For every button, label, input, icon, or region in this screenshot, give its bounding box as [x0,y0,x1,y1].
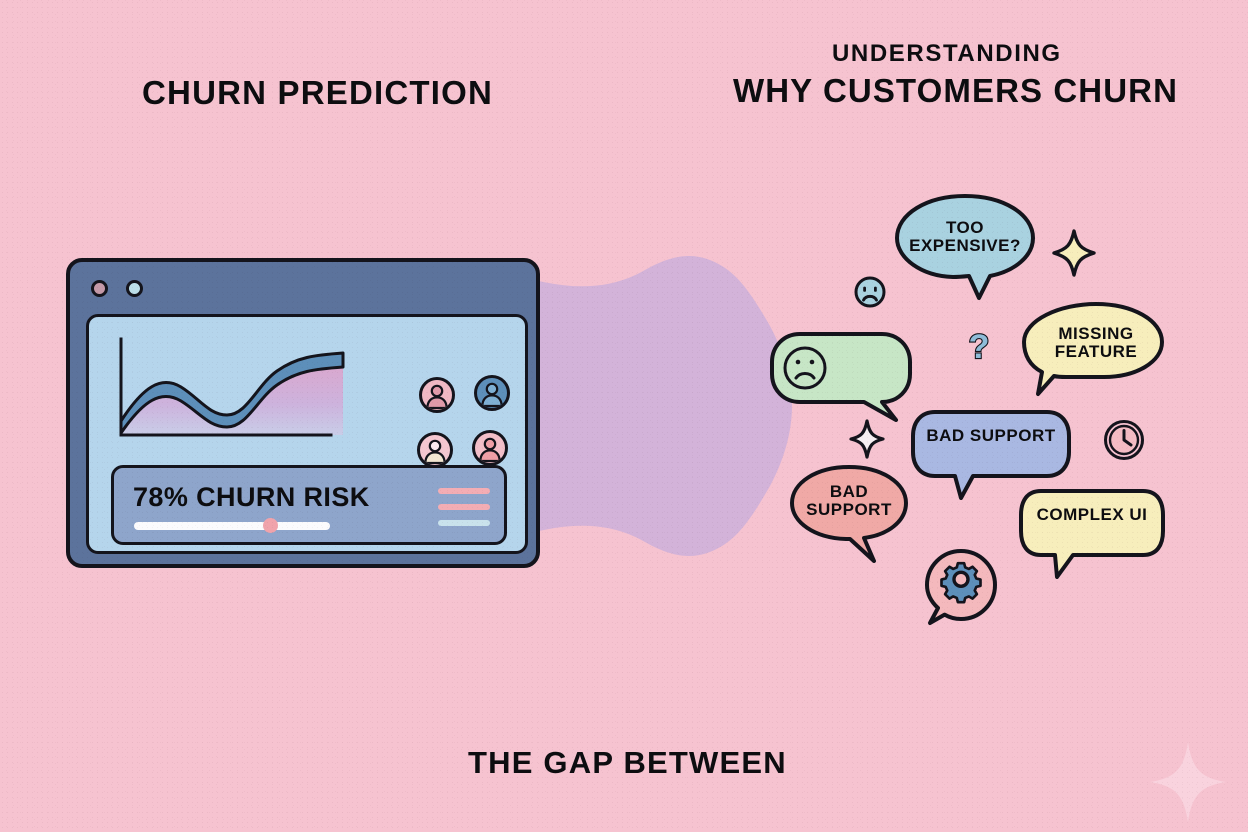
bubble-gear[interactable] [924,548,998,625]
churn-risk-slider-knob[interactable] [263,518,278,533]
window-dot-mauve[interactable] [91,280,108,297]
avatar [417,432,453,468]
bubble-bad-support-pink[interactable]: BAD SUPPORT [788,463,910,563]
bubble-missing-feature[interactable]: MISSING FEATURE [1020,300,1166,398]
question-mark-icon: ? [962,326,996,375]
churn-risk-card: 78% CHURN RISK [111,465,507,545]
sad-face-icon [853,275,887,314]
churn-risk-slider-track[interactable] [134,522,330,530]
avatar [472,430,508,466]
clock-icon [1102,418,1146,467]
page-title-bottom: THE GAP BETWEEN [468,745,787,780]
dashboard-window: 78% CHURN RISK [66,258,540,568]
page-title-left: CHURN PREDICTION [142,74,494,111]
bubble-complex-ui[interactable]: COMPLEX UI [1017,487,1167,579]
legend-line-blue [438,520,490,526]
svg-text:?: ? [969,328,990,366]
dashboard-screen: 78% CHURN RISK [86,314,528,554]
gap-shape [470,240,800,575]
sad-face-glyph [783,346,827,390]
page-title-right-kicker: UNDERSTANDING [832,40,1062,67]
window-dot-blue[interactable] [126,280,143,297]
legend-line-pink-1 [438,488,490,494]
bubble-sad-face-green[interactable] [770,330,914,422]
gear-icon [940,561,982,604]
sparkle-icon-white [848,418,886,465]
page-title-right: WHY CUSTOMERS CHURN [733,72,1179,109]
bubble-too-expensive[interactable]: TOO EXPENSIVE? [893,192,1037,302]
bubble-bad-support-blue[interactable]: BAD SUPPORT [909,408,1073,500]
sparkle-icon-cream [1051,228,1097,283]
legend-line-pink-2 [438,504,490,510]
churn-risk-label: 78% CHURN RISK [133,482,370,512]
churn-area-chart [99,325,369,460]
avatar [474,375,510,411]
sparkle-icon-background [1148,740,1228,829]
avatar [419,377,455,413]
